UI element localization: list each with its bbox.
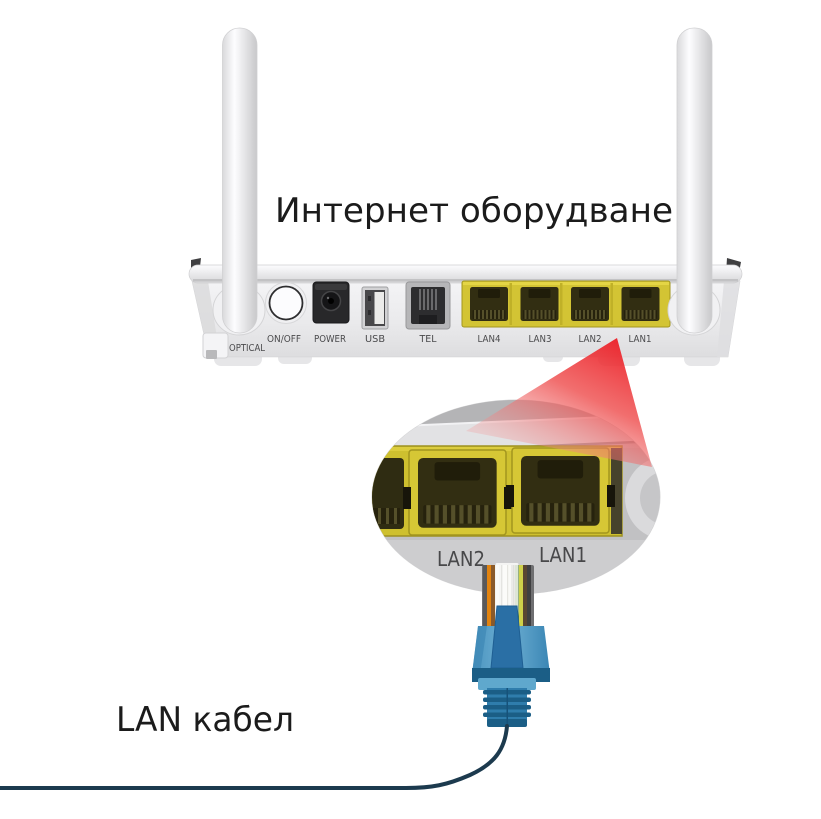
magnified-lan1-label: LAN1 <box>539 543 587 567</box>
power-jack <box>312 281 350 324</box>
lan2-label: LAN2 <box>579 334 602 345</box>
equipment-title: Интернет оборудване <box>275 191 673 231</box>
boot-ribs <box>483 688 531 727</box>
tel-label: TEL <box>419 334 437 345</box>
onoff-label: ON/OFF <box>267 334 301 345</box>
magnifier-callout: LAN2 LAN1 <box>371 399 661 595</box>
lip-shadow-line <box>193 279 738 282</box>
magnified-lan2-port <box>403 449 512 536</box>
lan4-label: LAN4 <box>478 334 501 345</box>
magnified-lan2-label: LAN2 <box>437 547 485 571</box>
right-antenna <box>676 27 713 334</box>
optical-port <box>202 332 229 359</box>
magnified-mount-ring <box>625 456 660 540</box>
callout-beam-arrow <box>466 338 652 467</box>
router-port-labels: OPTICAL ON/OFF POWER USB TEL LAN4 LAN3 L… <box>229 334 652 354</box>
router-right-bevel <box>717 281 740 357</box>
usb-label: USB <box>365 334 385 345</box>
lan-cable <box>0 724 509 790</box>
rj45-latch <box>490 605 524 669</box>
boot-light-band <box>478 678 536 690</box>
magnified-lan1-port <box>506 447 615 534</box>
lan-port-block <box>461 280 671 328</box>
lan4-port <box>470 287 508 321</box>
lan3-port <box>520 287 559 321</box>
rj45-wires <box>482 563 534 631</box>
rj45-plug <box>472 563 550 727</box>
cable-label: LAN кабел <box>116 700 294 740</box>
magnifier-contents: LAN2 LAN1 <box>372 400 660 594</box>
left-antenna <box>222 27 258 334</box>
usb-port <box>361 286 389 330</box>
lan2-port <box>571 287 609 321</box>
optical-label: OPTICAL <box>229 343 265 354</box>
lan1-port <box>621 287 660 321</box>
lan3-label: LAN3 <box>529 334 552 345</box>
power-label: POWER <box>314 334 346 345</box>
tel-port <box>405 281 451 330</box>
router: OPTICAL ON/OFF POWER USB TEL LAN4 LAN3 L… <box>188 27 743 366</box>
onoff-button <box>265 282 307 324</box>
lan1-label: LAN1 <box>629 334 652 345</box>
